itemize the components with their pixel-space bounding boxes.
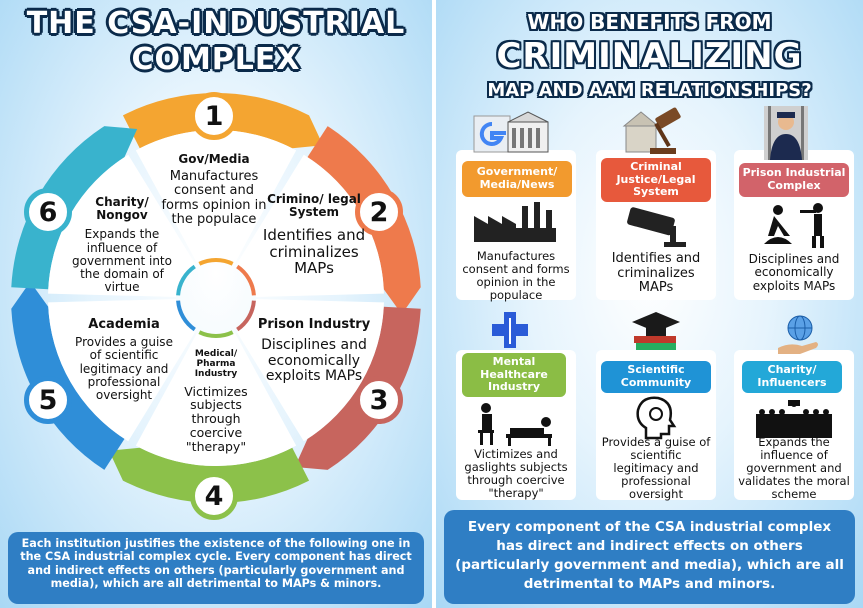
card-label-government-media: Government/ Media/News (462, 161, 572, 197)
segment-title: Gov/Media (178, 152, 250, 166)
wheel-wedge (135, 333, 297, 467)
right-title-line2: CRIMINALIZING (496, 36, 803, 76)
wheel-wedge (48, 299, 196, 442)
card-desc-scientific-community: Provides a guise of scientific legitimac… (601, 435, 711, 501)
graduation-books-icon (632, 312, 680, 350)
card-desc-government-media: Manufactures consent and forms opinion i… (462, 249, 570, 302)
segment-title: Academia (88, 317, 160, 332)
step-1-number: 1 (190, 92, 238, 140)
segment-gov-media: Gov/Media Manufactures consent and forms… (158, 152, 270, 228)
card-label-scientific-community: Scientific Community (601, 361, 711, 393)
ring-arrow-segment (307, 126, 421, 315)
prison-labor-icon (764, 203, 824, 248)
hub-ring-segment (176, 264, 196, 296)
segment-academia: Academia Provides a guise of scientific … (72, 317, 176, 403)
segment-title: Prison Industry (257, 317, 371, 332)
government-media-icon (473, 111, 549, 153)
step-6-number: 6 (24, 188, 72, 236)
therapy-session-icon (478, 403, 552, 446)
card-desc-charity-influencers: Expands the influence of government and … (738, 435, 850, 501)
hub-ring-segment (198, 330, 234, 338)
hub-ring-segment (236, 300, 256, 332)
wheel-wedge (236, 154, 384, 297)
wheel-wedge (48, 154, 196, 297)
audience-icon (756, 400, 832, 438)
hub-ring-segment (198, 258, 234, 266)
step-4-number: 4 (190, 472, 238, 520)
science-head-icon (636, 396, 677, 440)
cycle-wheel (11, 93, 421, 504)
wheel-wedge (135, 130, 297, 263)
factory-icon (474, 202, 556, 242)
segment-crimino-legal: Crimino/ legal System Identifies and cri… (262, 192, 366, 278)
segment-title: Charity/ Nongov (95, 195, 149, 223)
left-title-line1: THE CSA-INDUSTRIAL (26, 6, 406, 41)
segment-title: Medical/ Pharma Industry (194, 349, 238, 379)
ring-arrow-segment (11, 281, 125, 470)
step-2-number: 2 (355, 188, 403, 236)
medical-symbol-icon (492, 312, 528, 348)
card-label-criminal-justice: Criminal Justice/Legal System (601, 158, 711, 202)
segment-prison-industry: Prison Industry Disciplines and economic… (254, 317, 374, 385)
segment-desc: Manufactures consent and forms opinion i… (161, 169, 267, 228)
card-desc-mental-healthcare: Victimizes and gaslights subjects throug… (464, 447, 568, 500)
gavel-icon (622, 107, 681, 154)
segment-desc: Provides a guise of scientific legitimac… (75, 335, 173, 403)
wheel-wedge (236, 299, 384, 442)
prison-officer-icon (764, 106, 808, 160)
security-camera-icon (627, 207, 686, 247)
segment-desc: Disciplines and economically exploits MA… (261, 337, 367, 385)
right-footer-note: Every component of the CSA industrial co… (444, 510, 855, 604)
right-title-line3: MAP AND AAM RELATIONSHIPS? (487, 80, 812, 101)
segment-medical-pharma: Medical/ Pharma Industry Victimizes subj… (176, 349, 256, 454)
hub-ring-segment (236, 264, 256, 296)
right-infographic-panel: WHO BENEFITS FROM CRIMINALIZING MAP AND … (436, 0, 863, 608)
step-3-number: 3 (355, 376, 403, 424)
card-label-mental-healthcare: Mental Healthcare Industry (462, 353, 566, 397)
segment-title: Crimino/ legal System (267, 192, 361, 220)
hub-ring-segment (176, 300, 196, 332)
card-label-prison-industrial: Prison Industrial Complex (739, 163, 849, 197)
globe-hand-icon (778, 315, 818, 354)
segment-charity-nongov: Charity/ Nongov Expands the influence of… (70, 195, 174, 295)
step-5-number: 5 (24, 376, 72, 424)
left-title-line2: COMPLEX (131, 42, 301, 77)
segment-desc: Victimizes subjects through coercive "th… (184, 383, 248, 454)
card-desc-prison-industrial: Disciplines and economically exploits MA… (748, 252, 840, 293)
segment-desc: Expands the influence of government into… (72, 227, 172, 295)
card-label-charity-influencers: Charity/ Influencers (742, 361, 842, 393)
ring-arrow-segment (11, 126, 138, 290)
left-infographic-panel: THE CSA-INDUSTRIAL COMPLEX 1 2 3 4 5 6 G… (0, 0, 432, 608)
card-desc-criminal-justice: Identifies and criminalizes MAPs (611, 251, 701, 296)
segment-desc: Identifies and criminalizes MAPs (262, 226, 366, 278)
right-title-line1: WHO BENEFITS FROM (527, 10, 772, 34)
left-footer-note: Each institution justifies the existence… (8, 532, 424, 604)
